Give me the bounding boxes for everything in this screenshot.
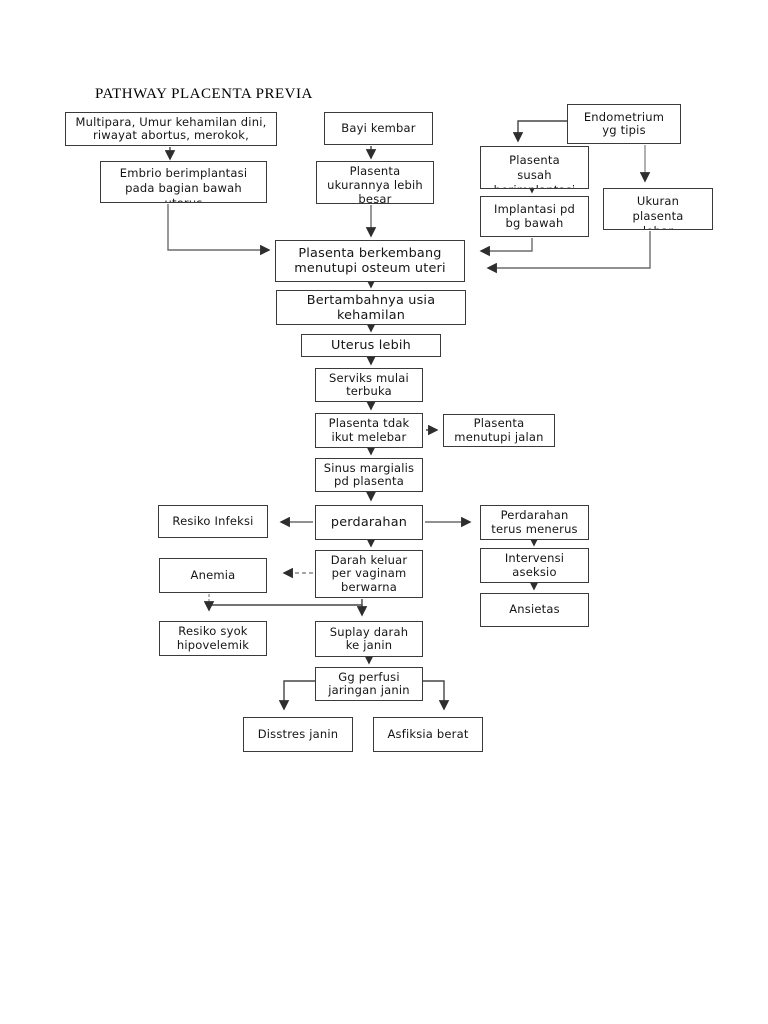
node-perdarahan-terus: Perdarahan terus menerus	[480, 505, 589, 540]
node-gg-perfusi: Gg perfusi jaringan janin	[315, 667, 423, 701]
diagram-title: PATHWAY PLACENTA PREVIA	[95, 86, 313, 102]
node-sinus-margialis: Sinus margialis pd plasenta	[315, 458, 423, 492]
edge-endometrium-susah	[512, 120, 567, 143]
node-resiko-syok: Resiko syok hipovelemik	[159, 621, 267, 656]
node-plasenta-ukuran-besar: Plasenta ukurannya lebih besar	[316, 161, 434, 204]
node-endometrium-tipis: Endometrium yg tipis	[567, 104, 681, 144]
edge-implantasi-berkembang	[479, 238, 533, 257]
node-plasenta-susah: Plasenta susah berimplantasi	[480, 146, 589, 189]
edge-embrio-berkembang	[167, 204, 271, 256]
node-bertambah-usia: Bertambahnya usia kehamilan	[276, 290, 466, 325]
node-plasenta-menutupi-jalan: Plasenta menutupi jalan	[443, 414, 555, 447]
node-ukuran-plasenta-lebar: Ukuran plasenta lebar	[603, 188, 713, 230]
node-serviks-terbuka: Serviks mulai terbuka	[315, 368, 423, 402]
node-uterus-lebih: Uterus lebih	[301, 334, 441, 357]
node-plasenta-berkembang: Plasenta berkembang menutupi osteum uter…	[275, 240, 465, 282]
node-disstres-janin: Disstres janin	[243, 717, 353, 752]
node-darah-keluar: Darah keluar per vaginam berwarna	[315, 550, 423, 598]
node-embrio-implantasi: Embrio berimplantasi pada bagian bawah u…	[100, 161, 267, 203]
node-perdarahan: perdarahan	[315, 505, 423, 540]
node-bayi-kembar: Bayi kembar	[324, 112, 433, 145]
edge-gg-disstres	[278, 680, 315, 711]
node-implantasi-bawah: Implantasi pd bg bawah	[480, 196, 589, 237]
edge-ukuranlebar-berkembang	[486, 231, 651, 274]
node-resiko-infeksi: Resiko Infeksi	[158, 505, 268, 538]
node-intervensi-aseksio: Intervensi aseksio	[480, 548, 589, 583]
node-ansietas: Ansietas	[480, 593, 589, 627]
node-multipara-riwayat: Multipara, Umur kehamilan dini, riwayat …	[65, 112, 277, 146]
edge-gg-asfiksia	[423, 680, 450, 711]
node-plasenta-tdak-melebar: Plasenta tdak ikut melebar	[315, 413, 423, 448]
edge-fork-line	[209, 599, 363, 606]
node-suplay-darah: Suplay darah ke janin	[315, 621, 423, 657]
node-asfiksia-berat: Asfiksia berat	[373, 717, 483, 752]
node-anemia: Anemia	[159, 558, 267, 593]
